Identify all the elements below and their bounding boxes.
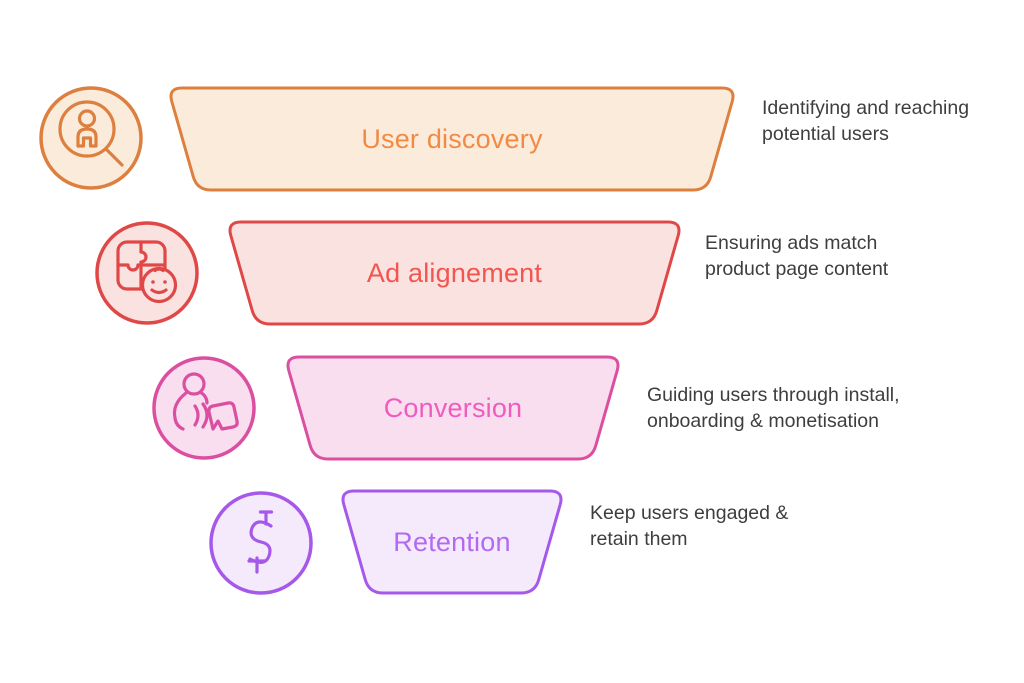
stage-description-conversion: Guiding users through install, onboardin… [647,384,900,432]
funnel-stage-conversion [286,355,620,461]
stage-description-user-discovery: Identifying and reaching potential users [762,97,970,145]
dollar-coin-icon [209,491,313,595]
stage-description-retention: Keep users engaged & retain them [590,502,789,550]
person-waves-tag-icon [152,356,256,460]
funnel-stage-ad-alignement [228,220,681,326]
funnel-stage-user-discovery [169,86,735,192]
stage-label-ad-alignement: Ad alignement [366,257,543,288]
stage-label-user-discovery: User discovery [361,123,543,154]
stage-description-ad-alignement: Ensuring ads match product page content [705,232,889,280]
puzzle-smiley-icon [95,221,199,325]
funnel-stage-retention [341,489,563,595]
stage-label-retention: Retention [393,526,511,557]
person-magnifier-icon [39,86,143,190]
stage-label-conversion: Conversion [383,392,523,423]
